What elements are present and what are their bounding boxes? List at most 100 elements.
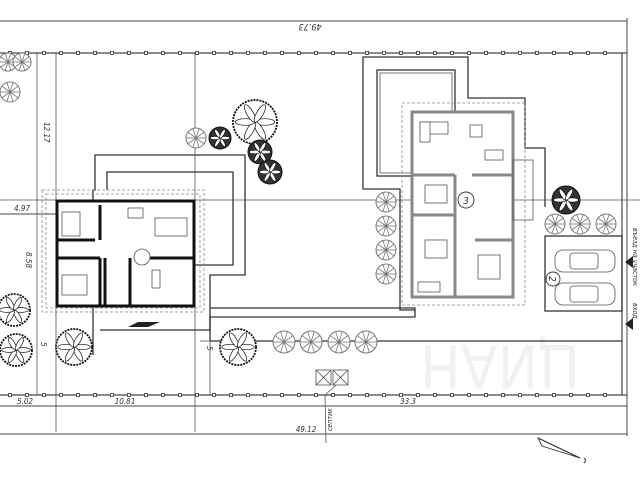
fence-post	[331, 393, 335, 397]
fence-post	[484, 393, 488, 397]
fence-post	[229, 393, 233, 397]
fence-post	[42, 393, 46, 397]
fence-post	[263, 393, 267, 397]
fence-post	[59, 51, 63, 55]
fence-post	[603, 393, 607, 397]
tree-icon	[375, 215, 397, 237]
parking-number-marker	[545, 271, 561, 287]
fence-post	[348, 51, 352, 55]
fence-post	[161, 51, 165, 55]
fence-post	[161, 393, 165, 397]
tree-icon	[0, 333, 33, 367]
fence-post	[603, 51, 607, 55]
fence-post	[110, 51, 114, 55]
building-number: 3	[463, 196, 469, 207]
fence-post	[195, 51, 199, 55]
watermark: ЦИАН	[420, 330, 580, 400]
fence-post	[552, 393, 556, 397]
fence-post	[314, 51, 318, 55]
dim-left-offset: 4.97	[14, 204, 30, 213]
fence-post	[535, 51, 539, 55]
tree-icon	[55, 328, 93, 366]
tree-icon	[327, 330, 351, 354]
fence-post	[93, 51, 97, 55]
fence-post	[42, 51, 46, 55]
septic-tank: септик	[315, 369, 349, 444]
tree-icon	[544, 213, 566, 235]
fence	[0, 51, 627, 397]
tree-icon	[569, 213, 591, 235]
fence-post	[110, 393, 114, 397]
dim-setback-left: 5	[39, 342, 48, 347]
tree-icon	[375, 263, 397, 285]
driveway-label: въезд на участок	[631, 228, 639, 286]
fence-post	[382, 393, 386, 397]
dim-bottom-2: 10.81	[115, 397, 136, 406]
fence-post	[450, 393, 454, 397]
fence-post	[399, 51, 403, 55]
fence-post	[246, 51, 250, 55]
fence-post	[586, 51, 590, 55]
dimension-top: 49.73	[0, 18, 628, 436]
fence-post	[382, 51, 386, 55]
fence-post	[280, 51, 284, 55]
tree-icon	[595, 213, 617, 235]
fence-post	[518, 393, 522, 397]
fence-post	[535, 393, 539, 397]
fence-post	[569, 393, 573, 397]
fence-post	[433, 51, 437, 55]
tree-icon	[208, 126, 232, 150]
building-number-marker	[457, 191, 475, 209]
fence-post	[450, 51, 454, 55]
tree-icon	[375, 191, 397, 213]
fence-post	[212, 393, 216, 397]
fence-post	[246, 393, 250, 397]
tree-icon	[354, 330, 378, 354]
dimension-top-label: 49.73	[298, 21, 321, 31]
dim-house-depth: 8.58	[24, 252, 33, 268]
tree-icon	[299, 330, 323, 354]
tree-icon	[12, 52, 32, 72]
fence-post	[280, 393, 284, 397]
north-arrow-icon	[537, 437, 586, 464]
fence-post	[212, 51, 216, 55]
tree-icon	[375, 239, 397, 261]
fence-post	[25, 393, 29, 397]
dim-bottom-3: 33.3	[400, 397, 416, 406]
fence-post	[365, 393, 369, 397]
tree-icon	[0, 293, 31, 327]
car-icon	[554, 249, 616, 273]
fence-post	[144, 393, 148, 397]
fence-post	[467, 51, 471, 55]
fence-post	[297, 51, 301, 55]
fence-post	[348, 393, 352, 397]
trees	[0, 52, 617, 367]
fence-post	[76, 393, 80, 397]
dim-setback-mid: 5	[205, 346, 214, 351]
dim-left-upper: 12.17	[42, 122, 51, 143]
fence-post	[552, 51, 556, 55]
tree-icon	[185, 127, 207, 149]
fence-post	[127, 51, 131, 55]
tree-icon	[551, 185, 581, 215]
fence-post	[484, 51, 488, 55]
fence-post	[586, 393, 590, 397]
fence-post	[501, 51, 505, 55]
gate-label: вход	[631, 303, 639, 319]
fence-post	[297, 393, 301, 397]
fence-post	[331, 51, 335, 55]
fence-post	[501, 393, 505, 397]
tree-icon	[219, 328, 257, 366]
fence-post	[365, 51, 369, 55]
fence-post	[416, 51, 420, 55]
fence-post	[467, 393, 471, 397]
fence-post	[178, 393, 182, 397]
fence-post	[59, 393, 63, 397]
fence-post	[229, 51, 233, 55]
fence-post	[8, 393, 12, 397]
fence-post	[314, 393, 318, 397]
dim-bottom-1: 5.02	[17, 397, 33, 406]
dimension-labels: 12.17 4.97 8.58 5 5 5.02 10.81 33.3 49.1…	[0, 122, 627, 435]
fence-post	[263, 51, 267, 55]
